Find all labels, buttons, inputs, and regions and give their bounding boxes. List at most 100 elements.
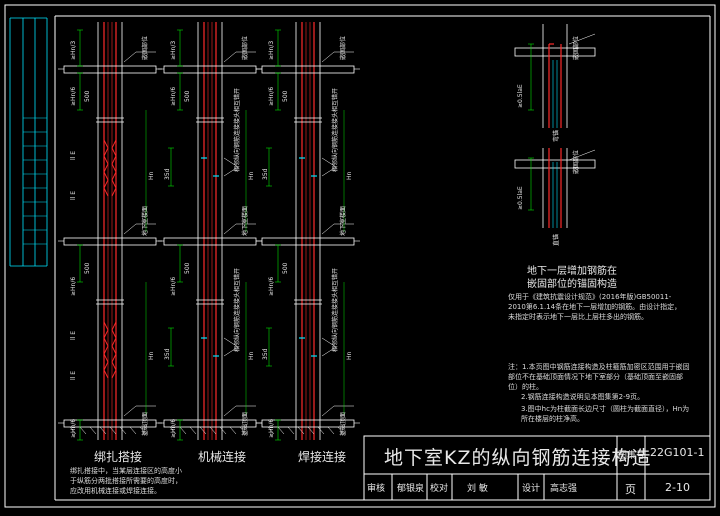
ground-hatch	[229, 426, 237, 435]
ground-hatch	[327, 426, 335, 435]
ground-hatch	[189, 426, 197, 435]
joint-leader	[321, 157, 337, 168]
label-embed: 嵌固部位	[242, 35, 249, 60]
dim-label-hn6: ≥Hn/6	[70, 86, 77, 106]
label-35d: 35d	[164, 168, 171, 180]
ground-hatch	[79, 426, 87, 435]
label-hn: Hn	[148, 171, 155, 180]
label-slab: 地下室楼面	[142, 205, 149, 236]
ground-hatch	[69, 426, 77, 435]
joint-leader	[223, 166, 239, 177]
leader-line	[321, 405, 335, 417]
leader-line	[223, 51, 237, 63]
floor-slab	[261, 237, 355, 246]
leader-line	[568, 33, 596, 45]
dim-label-hn6: ≥Hn/6	[170, 276, 177, 296]
dim-label-hn6: ≥Hn/6	[268, 276, 275, 296]
label-lap-length: ll E	[70, 330, 77, 340]
floor-slab	[163, 237, 257, 246]
dim-label-500: 500	[84, 262, 91, 274]
floor-slab	[63, 65, 157, 74]
lap-splice-bar	[103, 139, 109, 197]
ground-hatch	[209, 426, 217, 435]
atlas-label: 图集号	[618, 451, 646, 461]
ground-hatch	[317, 426, 325, 435]
atlas-number: 22G101-1	[650, 446, 705, 459]
anchor-dim-lae: ≥0.5laE	[517, 84, 524, 108]
ground-hatch	[99, 426, 107, 435]
label-joint-note: 相邻纵向钢筋连接接头相互错开	[332, 267, 339, 352]
label-embed: 嵌固部位	[142, 35, 149, 60]
dim-label-hn6: ≥Hn/6	[70, 418, 77, 438]
label-hn: Hn	[346, 351, 353, 360]
label-35d: 35d	[164, 348, 171, 360]
dim-label-hn3: ≥Hn/3	[268, 40, 275, 60]
note-3: 3.图中hc为柱截面长边尺寸（圆柱为截面直径），Hn为所在楼层的柱净高。	[521, 405, 690, 423]
label-35d: 35d	[262, 168, 269, 180]
review-label: 审核	[367, 484, 386, 494]
joint-leader	[321, 346, 337, 357]
ground-hatch	[337, 426, 345, 435]
ground-hatch	[179, 426, 187, 435]
anchor-label-embed: 嵌固部位	[573, 149, 580, 174]
label-hn: Hn	[248, 351, 255, 360]
dim-label-500: 500	[282, 262, 289, 274]
ground-hatch	[219, 426, 227, 435]
ground-hatch	[139, 426, 147, 435]
ground-hatch	[239, 426, 247, 435]
anchor-slab	[514, 47, 596, 57]
dim-label-hn6: ≥Hn/6	[268, 418, 275, 438]
floor-slab	[261, 65, 355, 74]
ground-hatch	[287, 426, 295, 435]
ground-hatch	[297, 426, 305, 435]
ground-hatch	[109, 426, 117, 435]
joint-leader	[321, 166, 337, 177]
leader-line	[123, 405, 137, 417]
label-joint-note: 相邻纵向钢筋连接接头相互错开	[234, 267, 241, 352]
label-embed: 嵌固部位	[340, 35, 347, 60]
label-35d: 35d	[262, 348, 269, 360]
page-label: 页	[625, 483, 636, 496]
floor-slab	[63, 237, 157, 246]
dim-label-hn6: ≥Hn/6	[170, 86, 177, 106]
leader-line	[568, 149, 596, 161]
label-slab: 地下室楼面	[340, 205, 347, 236]
dim-label-hn6: ≥Hn/6	[70, 276, 77, 296]
ground-hatch	[129, 426, 137, 435]
drawing-title: 地下室KZ的纵向钢筋连接构造	[384, 447, 652, 469]
label-hn: Hn	[248, 171, 255, 180]
lap-splice-bar	[103, 321, 109, 379]
ground-hatch	[307, 426, 315, 435]
leader-line	[123, 223, 137, 235]
ground-hatch	[89, 426, 97, 435]
label-lap-length: ll E	[70, 190, 77, 200]
anchor-label-straight: 直锚	[553, 233, 560, 246]
note-anchor-scope: 仅用于《建筑抗震设计规范》(2016年版)GB50011-2010第6.1.14…	[508, 293, 682, 321]
caption-lap-splice: 绑扎搭接	[94, 450, 143, 464]
ground-hatch	[199, 426, 207, 435]
dim-label-hn3: ≥Hn/3	[170, 40, 177, 60]
anchor-dim-lae: ≥0.5laE	[517, 186, 524, 210]
checker-name: 刘 敏	[467, 484, 488, 494]
dim-label-500: 500	[282, 90, 289, 102]
anchor-title-line1: 地下一层增加钢筋在	[527, 266, 617, 277]
column-detail	[256, 22, 360, 441]
anchor-slab	[514, 159, 596, 169]
sheet-frame	[4, 4, 716, 508]
leader-line	[223, 223, 237, 235]
dim-label-hn3: ≥Hn/3	[70, 40, 77, 60]
leader-line	[223, 405, 237, 417]
dim-label-500: 500	[84, 90, 91, 102]
page-number: 2-10	[665, 481, 690, 494]
lap-splice-bar	[111, 139, 117, 197]
lap-splice-bar	[111, 321, 117, 379]
dim-label-500: 500	[184, 90, 191, 102]
label-base: 基础顶面	[142, 411, 149, 436]
dim-label-hn6: ≥Hn/6	[170, 418, 177, 438]
anchor-title-line2: 嵌固部位的锚固构造	[527, 279, 617, 290]
title-block	[363, 435, 711, 501]
label-lap-length: ll E	[70, 150, 77, 160]
design-label: 设计	[522, 484, 541, 494]
